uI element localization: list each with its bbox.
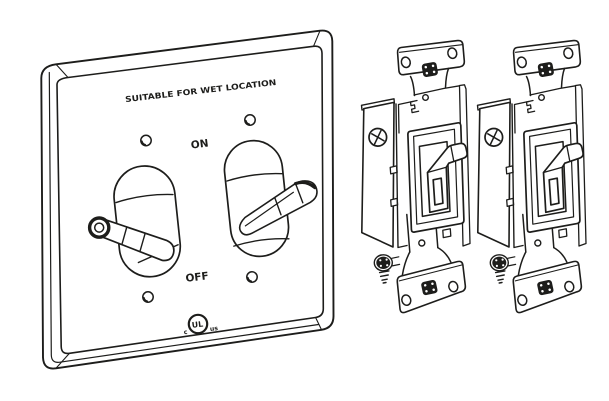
toggle-switch-1 <box>360 39 471 314</box>
screw-hole-bottom-right <box>246 271 258 283</box>
right-toggle-lever <box>238 180 318 236</box>
ul-mark-icon: UL c us <box>183 313 219 336</box>
plate-marking-text: SUITABLE FOR WET LOCATION <box>125 78 277 104</box>
toggle-switch-2 <box>476 39 587 314</box>
plate-bevel-line <box>48 71 320 363</box>
screw-hole-top-left <box>140 134 152 147</box>
left-toggle-opening <box>113 165 182 278</box>
ul-prefix: c <box>183 329 188 336</box>
ul-suffix: us <box>210 325 219 333</box>
left-toggle-lever <box>87 216 175 262</box>
on-label: ON <box>190 137 209 151</box>
plate-corner-seams <box>55 30 323 369</box>
ul-letters: UL <box>191 320 203 330</box>
cover-plate: SUITABLE FOR WET LOCATION ON OFF <box>40 29 335 370</box>
screw-hole-top-right <box>244 114 256 126</box>
screw-hole-bottom-left <box>142 291 154 303</box>
off-label: OFF <box>185 270 210 285</box>
